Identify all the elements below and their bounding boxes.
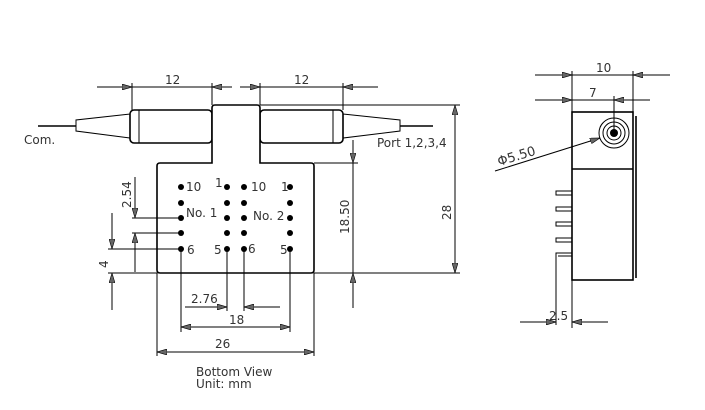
pin — [287, 230, 293, 236]
pin-label: 10 — [186, 180, 201, 194]
port-label: Port 1,2,3,4 — [377, 136, 447, 150]
dim-body-width: 26 — [215, 337, 230, 351]
com-tube — [129, 109, 213, 144]
dim-side-width: 10 — [596, 61, 611, 75]
dim-pin-standoff: 2.5 — [549, 309, 568, 323]
pin — [178, 200, 184, 206]
pin — [224, 184, 230, 190]
pin — [224, 215, 230, 221]
pin-label: 6 — [248, 242, 256, 256]
pin — [241, 215, 247, 221]
com-label: Com. — [24, 133, 55, 147]
housing-outline — [156, 104, 315, 274]
side-pins — [555, 190, 573, 325]
port-boot — [342, 113, 401, 139]
leader-line — [494, 137, 600, 172]
pin — [287, 215, 293, 221]
pin-label: 5 — [280, 243, 288, 257]
pin — [224, 200, 230, 206]
pin — [241, 230, 247, 236]
dim-height-total: 28 — [440, 205, 454, 220]
bottom-view: 10 1 10 1 No. 1 No. 2 6 5 6 5 Com. Port … — [24, 73, 460, 391]
dim-right-tube: 12 — [294, 73, 309, 87]
pin — [287, 184, 293, 190]
pin-label: 1 — [215, 176, 223, 190]
view-caption: Bottom View — [196, 365, 272, 379]
pin — [241, 200, 247, 206]
pin-label: 1 — [281, 180, 289, 194]
dim-height-body: 18.50 — [338, 200, 352, 234]
pin — [241, 184, 247, 190]
dim-pin-gap: 2.76 — [191, 292, 218, 306]
pin — [224, 230, 230, 236]
dim-pin-pitch: 2.54 — [120, 181, 134, 208]
dim-diameter: Φ5.50 — [496, 144, 538, 170]
com-boot — [75, 113, 131, 139]
dim-left-tube: 12 — [165, 73, 180, 87]
port-tube — [259, 109, 344, 144]
side-view: 10 7 Φ5.50 2.5 — [494, 61, 670, 328]
dim-side-center: 7 — [589, 86, 597, 100]
pin-label: 6 — [187, 243, 195, 257]
pin — [287, 200, 293, 206]
unit-caption: Unit: mm — [196, 377, 252, 391]
pin-label: 5 — [214, 243, 222, 257]
no1-label: No. 1 — [186, 206, 217, 220]
dim-pin-offset: 4 — [97, 260, 111, 268]
dim-pin-span: 18 — [229, 313, 244, 327]
no2-label: No. 2 — [253, 209, 284, 223]
pin — [178, 184, 184, 190]
pin-label: 10 — [251, 180, 266, 194]
